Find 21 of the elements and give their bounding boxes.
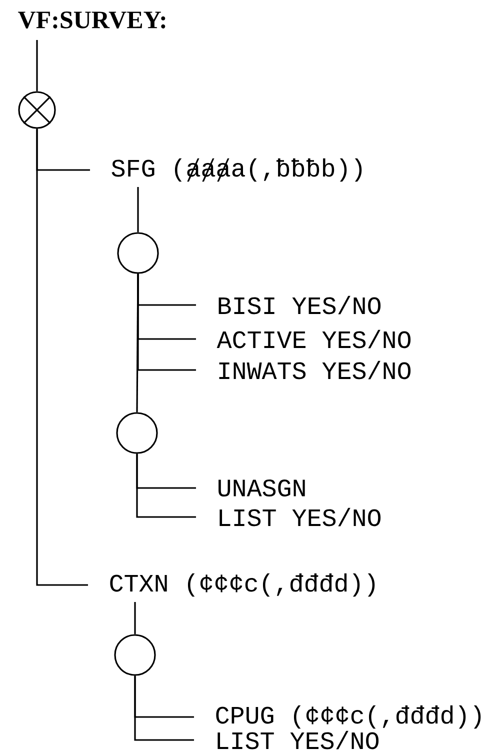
connector-line	[36, 40, 38, 92]
branch-line	[134, 676, 194, 741]
heading-text: VF:SURVEY:	[18, 12, 166, 28]
option-text: UNASGN	[218, 480, 305, 496]
branch-line	[136, 454, 196, 518]
option-text: CPUG (¢¢¢c(,đđđd))	[216, 705, 481, 729]
branch-line	[36, 128, 88, 586]
option-text: SFG (ⱥⱥⱥa(,ƀƀƀb))	[112, 158, 362, 182]
option-text: LIST YES/NO	[218, 730, 379, 750]
option-text: BISI YES/NO	[218, 296, 381, 314]
connector-line	[136, 274, 139, 412]
circle	[116, 412, 158, 454]
circle	[117, 232, 159, 274]
crossed-circle	[18, 91, 56, 129]
connector-line	[137, 187, 139, 232]
option-text: LIST YES/NO	[220, 508, 381, 526]
option-text: ACTIVE YES/NO	[216, 330, 411, 348]
circle	[114, 634, 156, 676]
connector-line	[134, 602, 136, 634]
option-text: CTXN (¢¢¢c(,đđđd))	[110, 573, 375, 597]
option-text: INWATS YES/NO	[219, 360, 411, 380]
